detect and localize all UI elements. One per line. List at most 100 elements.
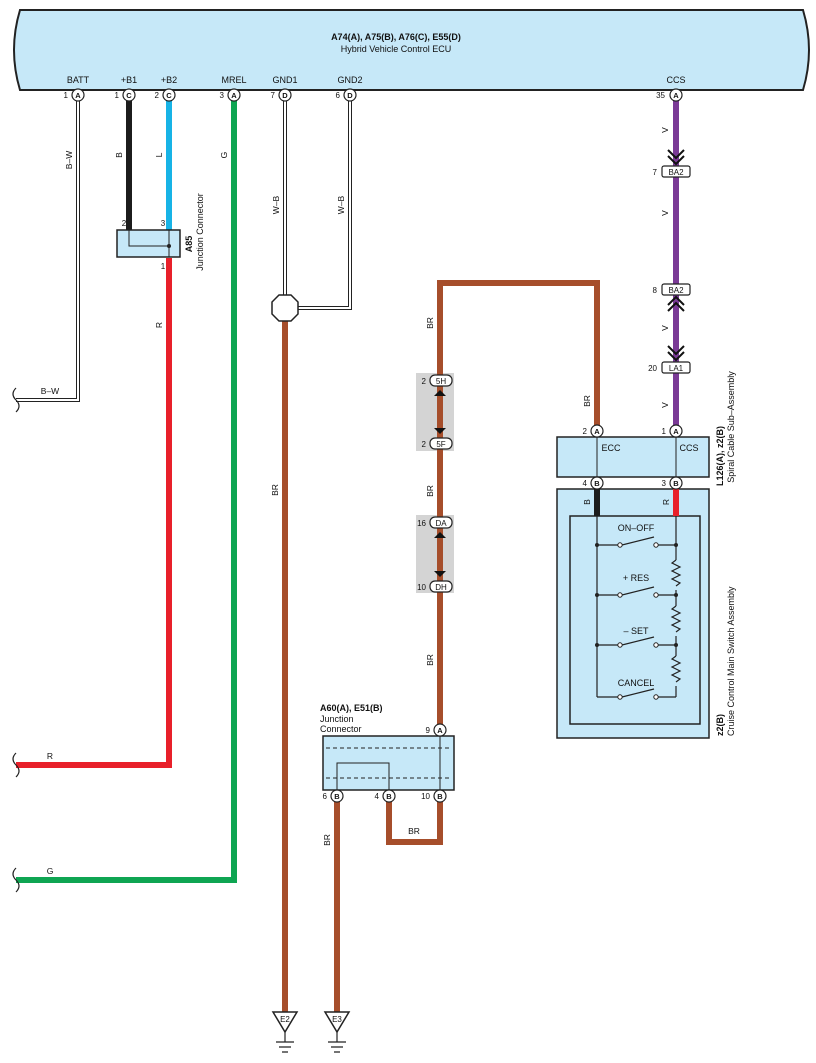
- wire-g-green: [16, 100, 237, 883]
- violet-inline-connectors: BA2 7 BA2 8 LA1 20: [648, 149, 691, 374]
- wire-label-br-mid2: BR: [425, 654, 435, 666]
- switch-circuit: [596, 516, 682, 698]
- connector-la1: [661, 361, 691, 374]
- a85-body: [116, 229, 181, 258]
- wire-label-g-horiz: G: [47, 866, 54, 876]
- connector-pin: 10: [417, 583, 426, 592]
- pin-conn: A: [231, 91, 237, 100]
- pin-circle: [122, 88, 136, 102]
- cruise-name: Cruise Control Main Switch Assembly: [726, 586, 736, 736]
- terminal-b1: +B1: [121, 75, 137, 85]
- connector-pin: 16: [417, 519, 426, 528]
- pin-number: 9: [426, 726, 431, 735]
- connector-id: 5F: [436, 440, 445, 449]
- cruise-inner: [569, 515, 701, 725]
- wire-label-sw-b: B: [582, 499, 592, 505]
- pin-conn: B: [594, 479, 600, 488]
- a85-pin-1: 1: [161, 262, 166, 271]
- chevron-down-icon: [667, 149, 685, 166]
- pin-conn: B: [437, 792, 443, 801]
- pin-number: 3: [662, 479, 667, 488]
- cruise-id: z2(B): [715, 714, 725, 736]
- connector-da: [429, 516, 453, 529]
- junction-name-1: Junction: [320, 714, 354, 724]
- connector-5f: [429, 437, 453, 450]
- pin-number: 4: [375, 792, 380, 801]
- pin-conn: C: [166, 91, 172, 100]
- pin-circle: [433, 789, 447, 803]
- chevron-down-icon: [434, 428, 446, 434]
- chevron-down-icon: [667, 345, 685, 362]
- connector-id: 5H: [436, 377, 446, 386]
- connector-5h: [429, 374, 453, 387]
- spiral-body: [556, 436, 710, 478]
- wire-label-wb2: W–B: [336, 195, 346, 214]
- pin-number: 7: [271, 91, 276, 100]
- junction-id: A60(A), E51(B): [320, 703, 383, 713]
- chevron-up-icon: [434, 390, 446, 396]
- connector-pin: 2: [422, 377, 427, 386]
- a85-internal: [128, 230, 170, 247]
- terminal-gnd1: GND1: [272, 75, 297, 85]
- wire-break-icon: [12, 867, 20, 893]
- pin-number: 2: [155, 91, 160, 100]
- resistor-icon: [670, 559, 682, 587]
- resistor-icon: [670, 605, 682, 633]
- switch-label-on-off: ON–OFF: [618, 523, 655, 533]
- spiral-terminal-ecc: ECC: [601, 443, 621, 453]
- pin-conn: C: [126, 91, 132, 100]
- terminal-b2: +B2: [161, 75, 177, 85]
- pin-circle: [669, 476, 683, 490]
- pin-conn: A: [673, 427, 679, 436]
- a85-pin-2: 2: [122, 219, 127, 228]
- pin-number: 6: [336, 91, 341, 100]
- switch-label-cancel: CANCEL: [618, 678, 655, 688]
- wire-label-v1: V: [660, 127, 670, 133]
- connector-ba2-b: [661, 283, 691, 296]
- wire-label-wb1: W–B: [271, 195, 281, 214]
- pin-conn: A: [437, 726, 443, 735]
- cruise-control-switch: B R 4 B 3 B: [556, 476, 736, 739]
- connector-pin: 20: [648, 364, 657, 373]
- terminal-mrel: MREL: [221, 75, 246, 85]
- spiral-name: Spiral Cable Sub–Assembly: [726, 371, 736, 483]
- wire-label-br-gnd1: BR: [270, 484, 280, 496]
- connector-id: LA1: [669, 364, 684, 373]
- pin-number: 3: [220, 91, 225, 100]
- switch-contact: [621, 536, 655, 546]
- ecu-subtitle: Hybrid Vehicle Control ECU: [341, 44, 452, 54]
- wire-break-icon: [12, 752, 20, 778]
- switch-contact: [621, 688, 655, 698]
- pin-circle: [343, 88, 357, 102]
- connector-ba2-a: [661, 165, 691, 178]
- wire-label-br-loop: BR: [408, 826, 420, 836]
- pin-circle: [330, 789, 344, 803]
- wire-b-w: [16, 100, 80, 402]
- wire-label-l: L: [154, 152, 164, 157]
- pin-conn: A: [673, 91, 679, 100]
- junction-name-2: Connector: [320, 724, 362, 734]
- pin-circle: [590, 424, 604, 438]
- ground-icon: [328, 1032, 346, 1053]
- wire-break-marks: [12, 387, 20, 893]
- wire-label-bw-side: B–W: [41, 386, 59, 396]
- connector-pin: 2: [422, 440, 427, 449]
- wire-label-sw-r: R: [661, 499, 671, 505]
- pin-circle: [669, 88, 683, 102]
- ground-e3: E3: [323, 1011, 351, 1053]
- chevron-down-icon: [434, 571, 446, 577]
- switch-terminals: [617, 542, 659, 700]
- terminal-gnd2: GND2: [337, 75, 362, 85]
- wire-br-loop: [386, 800, 443, 845]
- pin-circle: [71, 88, 85, 102]
- pin-number: 1: [662, 427, 667, 436]
- ecu-title: A74(A), A75(B), A76(C), E55(D): [331, 32, 461, 42]
- spiral-id: L126(A), z2(B): [715, 426, 725, 486]
- chevron-up-icon: [667, 295, 685, 312]
- pin-circle: [433, 723, 447, 737]
- pin-conn: A: [75, 91, 81, 100]
- pin-circle: [162, 88, 176, 102]
- ecu-box: A74(A), A75(B), A76(C), E55(D) Hybrid Ve…: [13, 9, 810, 91]
- ground-splice: [271, 294, 299, 322]
- ecu-pins: 1 A 1 C 2 C 3 A 7 D 6 D 35 A: [64, 88, 683, 102]
